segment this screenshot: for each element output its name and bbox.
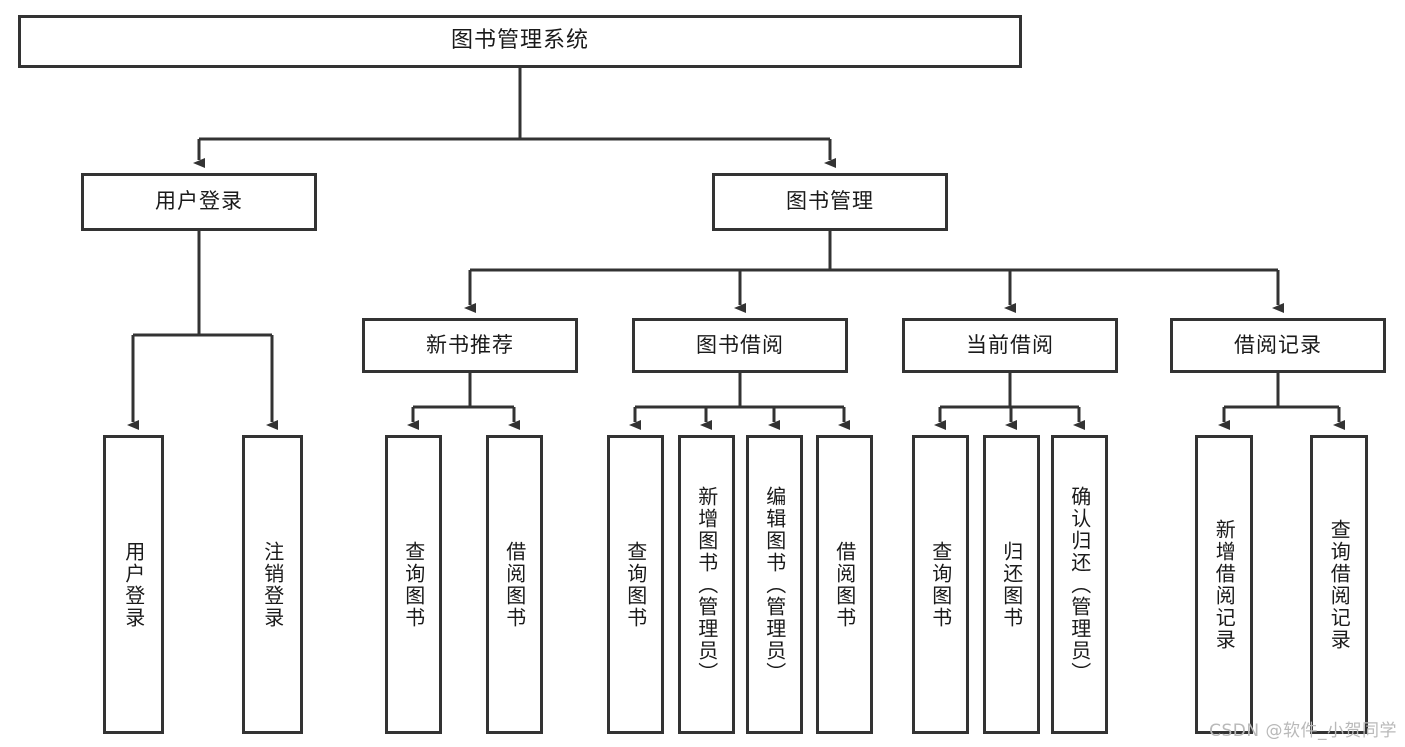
- node-new-book-rec[interactable]: 新书推荐: [362, 318, 578, 373]
- watermark-text: CSDN @软件_小贺同学: [1209, 721, 1397, 741]
- node-root-label: 图书管理系统: [450, 28, 589, 54]
- node-user-login-label: 用户登录: [155, 189, 243, 214]
- node-leaf-add-record[interactable]: 新增借阅记录: [1195, 435, 1253, 734]
- node-leaf-borrow-book-2[interactable]: 借阅图书: [816, 435, 873, 734]
- node-leaf-add-record-label: 新增借阅记录: [1212, 518, 1237, 651]
- node-borrow-record[interactable]: 借阅记录: [1170, 318, 1386, 373]
- node-leaf-borrow-book-1-label: 借阅图书: [502, 540, 527, 629]
- node-leaf-query-book-3-label: 查询图书: [928, 540, 953, 629]
- node-leaf-borrow-book-1[interactable]: 借阅图书: [486, 435, 543, 734]
- node-current-borrow[interactable]: 当前借阅: [902, 318, 1118, 373]
- node-leaf-edit-book-label: 编辑图书（管理员）: [762, 485, 787, 684]
- node-leaf-query-book-2[interactable]: 查询图书: [607, 435, 664, 734]
- node-leaf-add-book-label: 新增图书（管理员）: [694, 485, 719, 684]
- node-leaf-query-book-3[interactable]: 查询图书: [912, 435, 969, 734]
- node-leaf-logout-login[interactable]: 注销登录: [242, 435, 303, 734]
- node-leaf-borrow-book-2-label: 借阅图书: [832, 540, 857, 629]
- node-leaf-add-book[interactable]: 新增图书（管理员）: [678, 435, 735, 734]
- node-leaf-return-book[interactable]: 归还图书: [983, 435, 1040, 734]
- node-leaf-query-book-1-label: 查询图书: [401, 540, 426, 629]
- node-leaf-logout-login-label: 注销登录: [260, 540, 285, 629]
- node-root[interactable]: 图书管理系统: [18, 15, 1022, 68]
- node-leaf-user-login-label: 用户登录: [121, 540, 146, 629]
- node-leaf-query-book-2-label: 查询图书: [623, 540, 648, 629]
- node-leaf-user-login[interactable]: 用户登录: [103, 435, 164, 734]
- node-leaf-query-book-1[interactable]: 查询图书: [385, 435, 442, 734]
- node-leaf-confirm-return[interactable]: 确认归还（管理员）: [1051, 435, 1108, 734]
- node-leaf-confirm-return-label: 确认归还（管理员）: [1067, 485, 1092, 684]
- node-book-borrow[interactable]: 图书借阅: [632, 318, 848, 373]
- node-leaf-query-record-label: 查询借阅记录: [1327, 518, 1352, 651]
- node-leaf-return-book-label: 归还图书: [999, 540, 1024, 629]
- node-book-manage-label: 图书管理: [786, 189, 874, 214]
- node-new-book-rec-label: 新书推荐: [426, 332, 514, 357]
- node-leaf-edit-book[interactable]: 编辑图书（管理员）: [746, 435, 803, 734]
- node-book-manage[interactable]: 图书管理: [712, 173, 948, 231]
- node-user-login[interactable]: 用户登录: [81, 173, 317, 231]
- node-book-borrow-label: 图书借阅: [696, 332, 784, 357]
- node-borrow-record-label: 借阅记录: [1234, 332, 1322, 357]
- node-current-borrow-label: 当前借阅: [966, 332, 1054, 357]
- node-leaf-query-record[interactable]: 查询借阅记录: [1310, 435, 1368, 734]
